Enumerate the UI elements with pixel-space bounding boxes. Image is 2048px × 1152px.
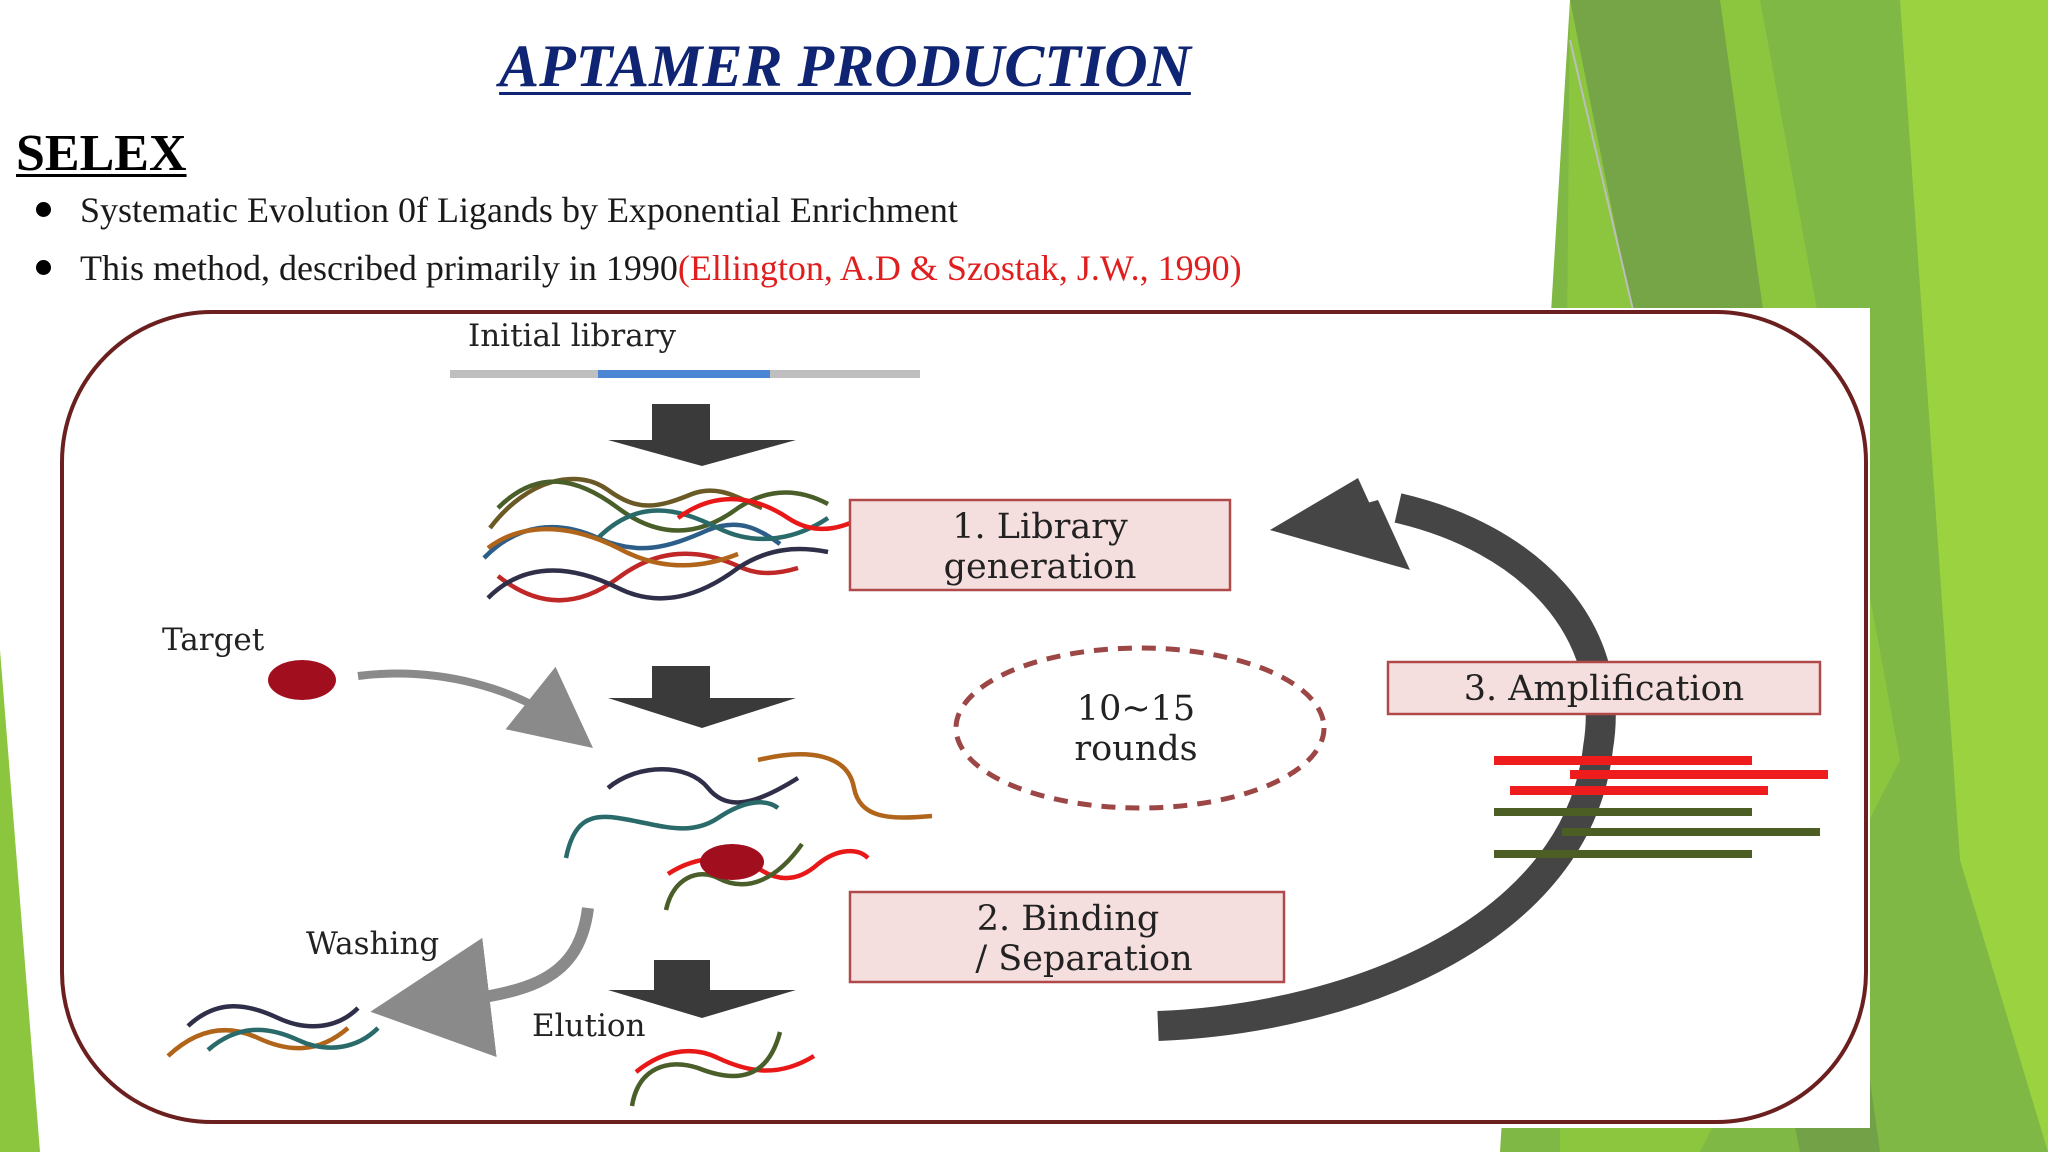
bullet-icon xyxy=(36,202,51,217)
step3-box xyxy=(1386,660,1822,716)
bullet-item: Systematic Evolution 0f Ligands by Expon… xyxy=(36,186,1242,244)
eluted-strands xyxy=(629,1031,816,1107)
down-arrow-icon xyxy=(608,666,796,728)
bullet-text: Systematic Evolution 0f Ligands by Expon… xyxy=(80,190,958,230)
step2-label-line1: 2. Binding xyxy=(977,899,1160,939)
step1-label-line2: generation xyxy=(944,547,1137,587)
bullet-item: This method, described primarily in 1990… xyxy=(36,244,1242,302)
green-corner-left xyxy=(0,650,40,1152)
down-arrow-icon xyxy=(608,404,796,466)
selex-diagram: Initial library 1. Library generation xyxy=(58,308,1870,1128)
bound-target-dot xyxy=(700,844,764,880)
cycle-arrow-icon xyxy=(1157,478,1616,1041)
rounds-label-line1: 10~15 xyxy=(1077,689,1195,729)
bullet-icon xyxy=(36,260,51,275)
step3-label: 3. Amplification xyxy=(1464,669,1744,709)
down-arrow-icon xyxy=(608,960,796,1018)
step2-box xyxy=(848,890,1286,984)
selex-diagram-svg: Initial library 1. Library generation xyxy=(60,310,1868,1124)
step1-label-line1: 1. Library xyxy=(952,507,1128,547)
section-heading: SELEX xyxy=(16,125,187,182)
bullet-list: Systematic Evolution 0f Ligands by Expon… xyxy=(36,186,1242,302)
target-arrow xyxy=(357,666,593,748)
bullet-citation: (Ellington, A.D & Szostak, J.W., 1990) xyxy=(677,248,1242,288)
target-label: Target xyxy=(162,622,265,658)
binding-strands xyxy=(563,752,933,911)
thin-divider-line xyxy=(1569,39,1641,341)
initial-library-label: Initial library xyxy=(468,318,677,354)
target-dot xyxy=(268,660,336,700)
rounds-label-line2: rounds xyxy=(1074,729,1197,769)
washed-strands xyxy=(166,1004,380,1058)
diagram-frame xyxy=(60,310,1868,1124)
step2-label-line2: / Separation xyxy=(975,939,1192,979)
rounds-ellipse xyxy=(953,645,1327,811)
washing-label: Washing xyxy=(306,926,439,962)
green-facet-bright xyxy=(1900,0,2048,1152)
elution-label: Elution xyxy=(532,1008,646,1044)
bullet-text: This method, described primarily in 1990 xyxy=(80,248,678,288)
step1-box xyxy=(848,498,1232,592)
amplification-bars xyxy=(1494,756,1828,858)
washing-arrow xyxy=(370,907,594,1057)
library-strands xyxy=(482,476,880,603)
slide-title: APTAMER PRODUCTION xyxy=(499,33,1191,99)
